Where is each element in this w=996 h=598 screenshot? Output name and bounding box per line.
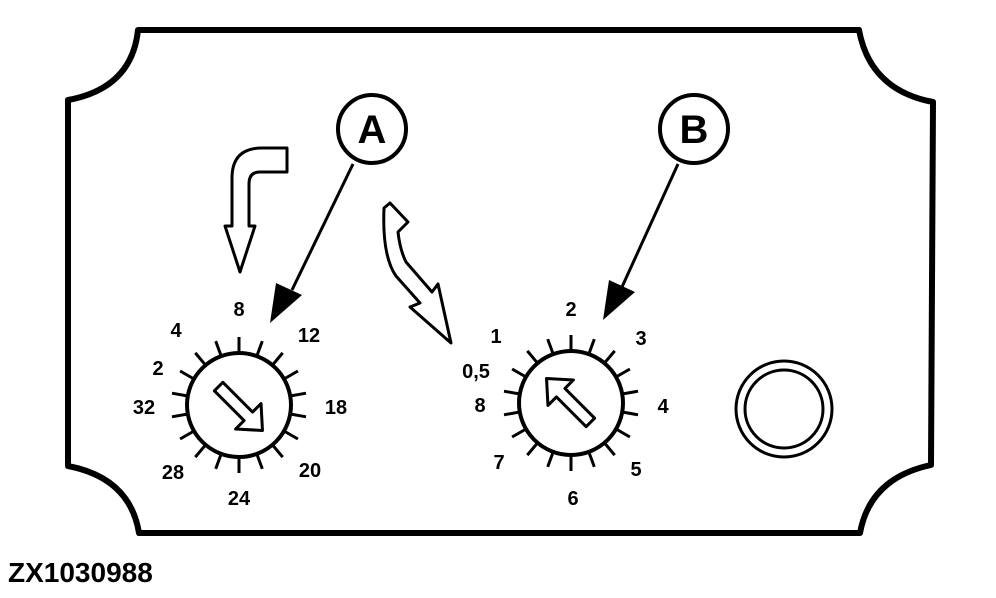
dial-a-tick <box>255 340 264 357</box>
dial-b-scale-labels: 2 3 4 5 6 7 8 0,5 1 <box>462 299 669 510</box>
callout-a-leader <box>290 163 355 291</box>
dial-b-tick <box>546 451 555 468</box>
callout-a: A <box>270 93 408 323</box>
dial-a-tick <box>179 369 195 381</box>
dial-a-tick <box>289 391 307 398</box>
dial-b-tick <box>587 338 596 355</box>
dial-a[interactable]: 8 12 18 20 24 28 32 2 4 <box>133 299 347 510</box>
dial-b-tick <box>603 441 616 457</box>
dial-a-tick <box>271 351 284 367</box>
down-bent-arrow-icon <box>223 146 289 274</box>
dial-a-tick <box>194 443 207 459</box>
panel-outline <box>65 27 936 536</box>
dial-a-tick <box>271 443 284 459</box>
dial-a-scale-labels: 8 12 18 20 24 28 32 2 4 <box>133 299 347 510</box>
dial-b-tick <box>503 389 521 396</box>
dial-b-tick <box>603 349 616 365</box>
dial-a-tick <box>289 412 307 419</box>
dial-b-label-1: 1 <box>490 326 501 348</box>
round-button[interactable] <box>734 359 834 459</box>
round-button-inner-ring <box>743 368 825 450</box>
dial-a-tick <box>283 429 299 441</box>
dial-a-tick <box>214 453 223 470</box>
dial-b-label-0-5: 0,5 <box>462 361 490 383</box>
dial-b-tick <box>511 427 527 439</box>
callout-b-arrowhead <box>603 280 635 320</box>
dial-a-label-12: 12 <box>298 325 320 347</box>
dial-b-tick <box>587 451 596 468</box>
control-panel-diagram: A B 8 12 18 20 24 28 <box>65 27 936 536</box>
callout-a-label: A <box>358 108 387 152</box>
dial-a-label-24: 24 <box>228 488 251 510</box>
dial-a-label-2: 2 <box>152 358 163 380</box>
dial-b-tick <box>615 427 631 439</box>
dial-a-label-32: 32 <box>133 397 155 419</box>
callout-b-label: B <box>680 108 709 152</box>
dial-b-label-4: 4 <box>657 396 669 418</box>
dial-a-tick <box>194 351 207 367</box>
dial-b-tick <box>615 367 631 379</box>
figure-id: ZX1030988 <box>8 557 153 588</box>
round-button-outer-ring[interactable] <box>734 359 834 459</box>
dial-b[interactable]: 2 3 4 5 6 7 8 0,5 1 <box>462 299 669 510</box>
dial-a-tick <box>171 412 189 419</box>
dial-a-tick-marks <box>171 337 307 473</box>
dial-a-tick <box>171 391 189 398</box>
dial-a-label-4: 4 <box>170 320 182 342</box>
dial-a-label-8: 8 <box>233 299 244 321</box>
dial-a-pointer-arrow-icon <box>212 380 264 432</box>
curved-arrow-icon <box>382 201 453 345</box>
dial-a-tick <box>255 453 264 470</box>
dial-b-label-7: 7 <box>493 452 504 474</box>
dial-a-label-28: 28 <box>162 462 184 484</box>
callout-b-circle <box>658 93 730 165</box>
callout-a-arrowhead <box>270 283 302 323</box>
dial-b-label-5: 5 <box>630 459 641 481</box>
dial-b-tick <box>526 349 539 365</box>
dial-b-label-2: 2 <box>565 299 576 321</box>
dial-b-tick <box>621 410 639 417</box>
dial-a-tick <box>283 369 299 381</box>
dial-b-tick <box>503 410 521 417</box>
dial-b-label-3: 3 <box>635 328 646 350</box>
dial-b-tick-marks <box>503 335 639 471</box>
dial-b-tick <box>546 338 555 355</box>
dial-b-label-6: 6 <box>567 488 578 510</box>
dial-b-tick <box>621 389 639 396</box>
dial-b-label-8: 8 <box>474 395 485 417</box>
dial-b-tick <box>526 441 539 457</box>
dial-a-tick <box>179 429 195 441</box>
callout-b: B <box>603 93 730 320</box>
dial-b-tick <box>511 367 527 379</box>
callout-a-circle <box>336 93 408 165</box>
dial-a-label-20: 20 <box>299 460 321 482</box>
dial-b-pointer-arrow-icon <box>545 377 597 429</box>
dial-a-tick <box>214 340 223 357</box>
callout-b-leader <box>620 163 680 288</box>
dial-a-label-18: 18 <box>325 397 347 419</box>
